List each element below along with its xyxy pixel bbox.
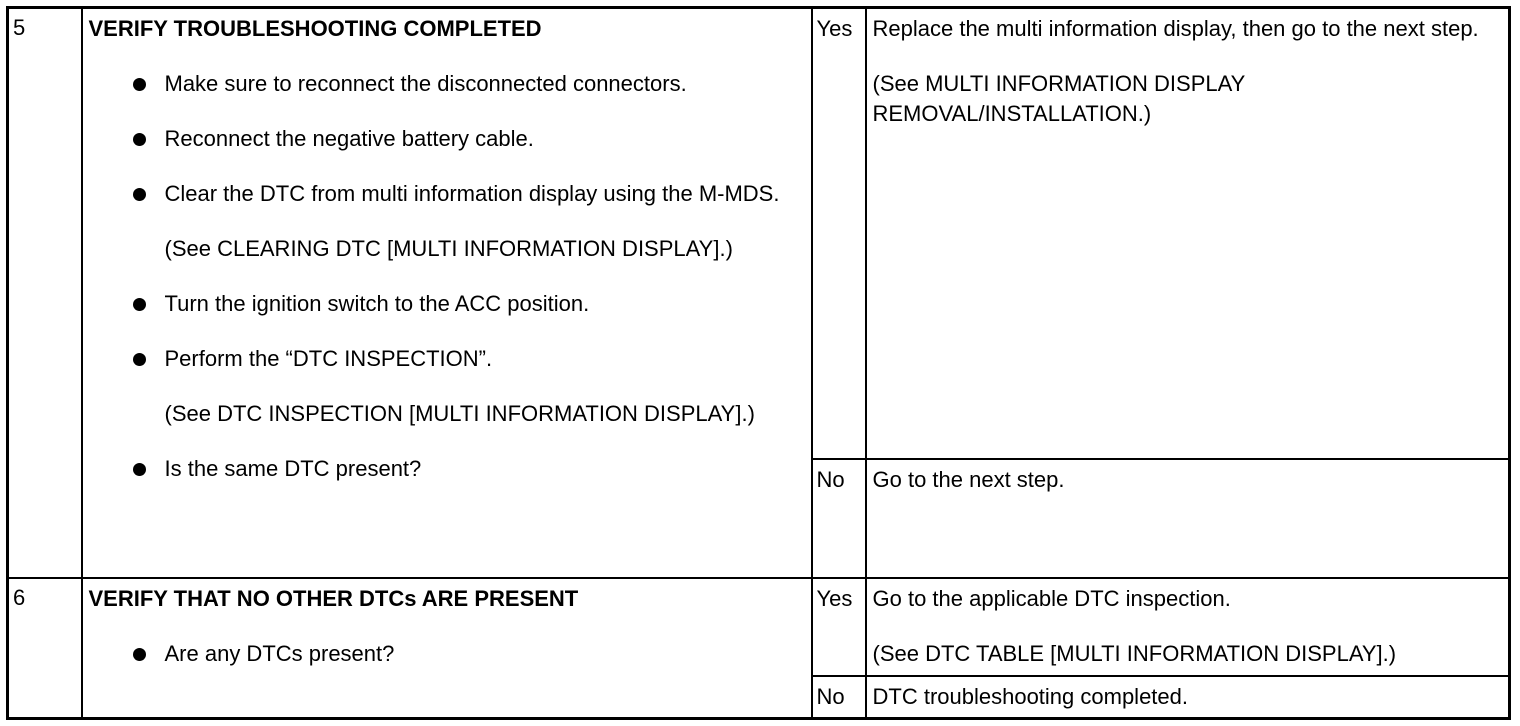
no-label: No — [810, 458, 867, 580]
bullet-icon — [132, 133, 146, 146]
bullet-icon — [132, 353, 146, 366]
check-item: Reconnect the negative battery cable. — [89, 124, 803, 154]
check-list: Make sure to reconnect the disconnected … — [89, 69, 803, 484]
step-6-no-row: No DTC troubleshooting completed. — [8, 675, 1511, 720]
step-number: 5 — [6, 6, 83, 580]
result-text: Replace the multi information display, t… — [872, 16, 1479, 41]
check-item-text: Is the same DTC present? — [164, 456, 422, 481]
step-6-yes-row: 6 VERIFY THAT NO OTHER DTCs ARE PRESENT … — [6, 577, 1511, 720]
step-title: VERIFY THAT NO OTHER DTCs ARE PRESENT — [88, 586, 579, 612]
no-result: Go to the next step. — [864, 458, 1511, 580]
check-item-text: Are any DTCs present? — [164, 641, 395, 667]
check-item: Perform the “DTC INSPECTION”. (See DTC I… — [89, 344, 803, 429]
check-item: Clear the DTC from multi information dis… — [89, 179, 803, 264]
step-5-yes-row: 5 VERIFY TROUBLESHOOTING COMPLETED Make … — [6, 6, 1511, 580]
yes-label: Yes — [810, 577, 867, 678]
check-item-text: Clear the DTC from multi information dis… — [164, 181, 780, 206]
check-item-text: Reconnect the negative battery cable. — [164, 126, 534, 151]
check-item: Are any DTCs present? — [89, 639, 803, 669]
result-text: DTC troubleshooting completed. — [872, 684, 1189, 710]
step-action: VERIFY THAT NO OTHER DTCs ARE PRESENT Ar… — [80, 577, 813, 720]
result-text: Go to the next step. — [872, 467, 1065, 493]
step-action: VERIFY TROUBLESHOOTING COMPLETED Make su… — [80, 6, 813, 580]
reference-note[interactable]: (See DTC TABLE [MULTI INFORMATION DISPLA… — [872, 641, 1397, 667]
reference-note[interactable]: (See CLEARING DTC [MULTI INFORMATION DIS… — [164, 236, 733, 261]
check-item-text: Make sure to reconnect the disconnected … — [164, 71, 687, 96]
reference-note[interactable]: (See DTC INSPECTION [MULTI INFORMATION D… — [164, 401, 755, 426]
yes-label: Yes — [810, 6, 867, 461]
no-label: No — [810, 675, 867, 720]
step-number: 6 — [6, 577, 83, 720]
check-list: Are any DTCs present? — [89, 639, 803, 669]
check-item: Make sure to reconnect the disconnected … — [89, 69, 803, 99]
yes-result: Replace the multi information display, t… — [864, 6, 1511, 461]
bullet-icon — [132, 648, 146, 662]
yes-result: Go to the applicable DTC inspection. (Se… — [864, 577, 1511, 678]
step-5-no-row: No Go to the next step. — [8, 458, 1511, 580]
check-item-text: Perform the “DTC INSPECTION”. — [164, 346, 493, 371]
reference-note[interactable]: (See MULTI INFORMATION DISPLAY REMOVAL/I… — [872, 71, 1245, 126]
check-item-text: Turn the ignition switch to the ACC posi… — [164, 291, 590, 316]
bullet-icon — [132, 78, 146, 91]
result-text: Go to the applicable DTC inspection. — [872, 586, 1231, 612]
bullet-icon — [132, 463, 146, 476]
bullet-icon — [132, 298, 146, 311]
troubleshooting-table: 5 VERIFY TROUBLESHOOTING COMPLETED Make … — [6, 6, 1511, 720]
step-title: VERIFY TROUBLESHOOTING COMPLETED — [88, 16, 542, 41]
no-result: DTC troubleshooting completed. — [864, 675, 1511, 720]
check-item: Turn the ignition switch to the ACC posi… — [89, 289, 803, 319]
bullet-icon — [132, 188, 146, 201]
check-item: Is the same DTC present? — [89, 454, 803, 484]
